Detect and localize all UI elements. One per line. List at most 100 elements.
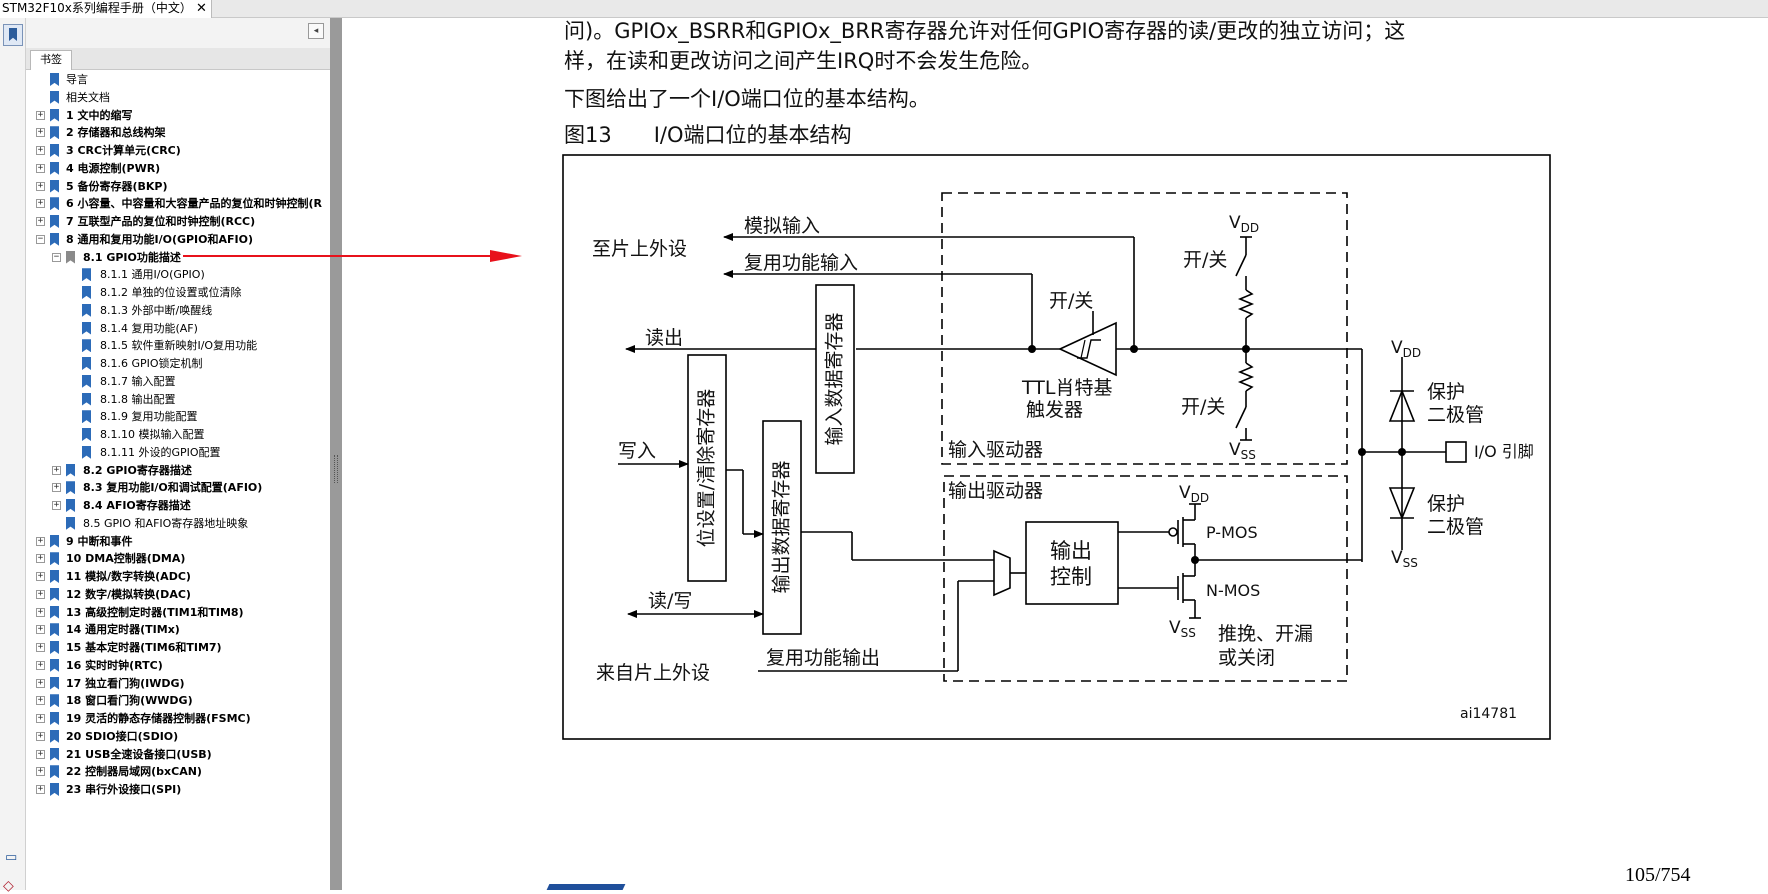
bookmark-item[interactable]: 8.1.4 复用功能(AF) bbox=[26, 320, 312, 338]
bookmark-item[interactable]: 8.1.2 单独的位设置或位清除 bbox=[26, 284, 312, 302]
figure-id: ai14781 bbox=[1460, 706, 1517, 722]
expand-icon[interactable]: + bbox=[36, 535, 45, 546]
bookmark-item[interactable]: +3 CRC计算单元(CRC) bbox=[26, 142, 312, 160]
expand-icon[interactable]: + bbox=[52, 482, 61, 493]
expand-icon[interactable]: + bbox=[36, 162, 45, 173]
bookmark-item[interactable]: 8.1.9 复用功能配置 bbox=[26, 408, 312, 426]
expand-icon[interactable]: + bbox=[36, 109, 45, 120]
bookmark-item[interactable]: +1 文中的缩写 bbox=[26, 107, 312, 125]
label-protect-bot-2: 二极管 bbox=[1427, 516, 1484, 538]
expand-icon[interactable]: + bbox=[36, 659, 45, 670]
expand-icon[interactable]: + bbox=[36, 606, 45, 617]
bookmark-item[interactable]: +17 独立看门狗(IWDG) bbox=[26, 675, 312, 693]
expand-icon[interactable]: + bbox=[36, 145, 45, 155]
label-ttl-2: 触发器 bbox=[1026, 399, 1083, 421]
bookmark-item[interactable]: +2 存储器和总线构架 bbox=[26, 124, 312, 142]
expand-icon[interactable]: + bbox=[36, 695, 45, 706]
bookmark-icon bbox=[66, 481, 75, 495]
comment-icon[interactable]: ▭ bbox=[5, 850, 18, 865]
bookmark-item[interactable]: 8.1.10 模拟输入配置 bbox=[26, 426, 312, 444]
bookmark-item[interactable]: +8.2 GPIO寄存器描述 bbox=[26, 462, 312, 480]
expand-icon[interactable]: + bbox=[36, 766, 45, 777]
expand-icon[interactable]: + bbox=[36, 127, 45, 138]
bookmark-item[interactable]: +12 数字/模拟转换(DAC) bbox=[26, 586, 312, 604]
bookmark-item[interactable]: +23 串行外设接口(SPI) bbox=[26, 781, 312, 799]
document-tab[interactable]: STM32F10x系列编程手册（中文） ✕ bbox=[0, 0, 212, 18]
bookmark-item[interactable]: +22 控制器局域网(bxCAN) bbox=[26, 763, 312, 781]
bookmark-item[interactable]: +18 窗口看门狗(WWDG) bbox=[26, 692, 312, 710]
expand-icon[interactable]: + bbox=[36, 180, 45, 191]
bookmark-item[interactable]: −8.1 GPIO功能描述 bbox=[26, 249, 312, 267]
expand-icon[interactable]: + bbox=[36, 216, 45, 226]
bookmark-label: 8.1.8 输出配置 bbox=[100, 392, 176, 406]
label-vss-pulldown: VSS bbox=[1229, 440, 1256, 462]
expand-icon[interactable]: + bbox=[36, 713, 45, 723]
bookmark-item[interactable]: 8.1.7 输入配置 bbox=[26, 373, 312, 391]
bookmarks-panel-icon[interactable] bbox=[3, 24, 23, 46]
bookmark-item[interactable]: +4 电源控制(PWR) bbox=[26, 160, 312, 178]
st-logo-fragment bbox=[546, 884, 626, 890]
bookmark-label: 12 数字/模拟转换(DAC) bbox=[66, 587, 191, 601]
bookmark-item[interactable]: +13 高级控制定时器(TIM1和TIM8) bbox=[26, 604, 312, 622]
expand-icon[interactable]: + bbox=[36, 642, 45, 652]
bookmark-item[interactable]: +16 实时时钟(RTC) bbox=[26, 657, 312, 675]
tab-bookmarks[interactable]: 书签 bbox=[30, 50, 72, 70]
expand-icon[interactable]: + bbox=[52, 464, 61, 475]
bookmark-item[interactable]: 8.1.8 输出配置 bbox=[26, 391, 312, 409]
bookmark-item[interactable]: +8.3 复用功能I/O和调试配置(AFIO) bbox=[26, 479, 312, 497]
bookmark-item[interactable]: +8.4 AFIO寄存器描述 bbox=[26, 497, 312, 515]
bookmark-item[interactable]: +14 通用定时器(TIMx) bbox=[26, 621, 312, 639]
bookmark-item[interactable]: +20 SDIO接口(SDIO) bbox=[26, 728, 312, 746]
bookmark-label: 1 文中的缩写 bbox=[66, 108, 133, 122]
bookmark-item[interactable]: +19 灵活的静态存储器控制器(FSMC) bbox=[26, 710, 312, 728]
expand-icon[interactable]: + bbox=[36, 588, 45, 599]
bookmark-item[interactable]: +15 基本定时器(TIM6和TIM7) bbox=[26, 639, 312, 657]
expand-icon[interactable]: + bbox=[36, 198, 45, 209]
bookmark-item[interactable]: +9 中断和事件 bbox=[26, 533, 312, 551]
label-read-out: 读出 bbox=[645, 327, 683, 349]
expand-icon[interactable]: + bbox=[36, 553, 45, 564]
bookmark-item[interactable]: 8.1.3 外部中断/唤醒线 bbox=[26, 302, 312, 320]
expand-icon[interactable]: + bbox=[52, 500, 61, 510]
bookmark-item[interactable]: −8 通用和复用功能I/O(GPIO和AFIO) bbox=[26, 231, 312, 249]
bookmark-item[interactable]: +6 小容量、中容量和大容量产品的复位和时钟控制(R bbox=[26, 195, 322, 213]
bookmark-item[interactable]: 8.1.6 GPIO锁定机制 bbox=[26, 355, 312, 373]
collapse-panel-button[interactable]: ◂ bbox=[308, 23, 324, 39]
annotation-arrow bbox=[183, 250, 522, 262]
expand-icon[interactable]: + bbox=[36, 784, 45, 794]
bookmark-item[interactable]: 8.1.5 软件重新映射I/O复用功能 bbox=[26, 337, 312, 355]
label-pushpull-1: 推挽、开漏 bbox=[1218, 623, 1313, 645]
bookmark-item[interactable]: 8.5 GPIO 和AFIO寄存器地址映象 bbox=[26, 515, 312, 533]
bookmark-icon bbox=[82, 268, 91, 282]
bookmark-item[interactable]: +21 USB全速设备接口(USB) bbox=[26, 746, 312, 764]
collapse-icon[interactable]: − bbox=[36, 233, 45, 244]
bookmark-label: 3 CRC计算单元(CRC) bbox=[66, 144, 181, 157]
bookmark-item[interactable]: +7 互联型产品的复位和时钟控制(RCC) bbox=[26, 213, 312, 231]
bookmark-item[interactable]: +10 DMA控制器(DMA) bbox=[26, 550, 312, 568]
label-to-onchip: 至片上外设 bbox=[592, 238, 687, 260]
expand-icon[interactable]: + bbox=[36, 677, 45, 688]
expand-icon[interactable]: + bbox=[36, 748, 45, 759]
expand-icon[interactable]: + bbox=[36, 624, 45, 635]
bookmark-item[interactable]: +11 模拟/数字转换(ADC) bbox=[26, 568, 312, 586]
collapse-icon[interactable]: − bbox=[52, 251, 61, 262]
panel-splitter[interactable] bbox=[330, 18, 342, 890]
bookmark-item[interactable]: 8.1.1 通用I/O(GPIO) bbox=[26, 266, 312, 284]
label-vss-diode: VSS bbox=[1391, 548, 1418, 570]
expand-icon[interactable]: + bbox=[36, 730, 45, 741]
label-io-pin: I/O 引脚 bbox=[1474, 442, 1534, 461]
bookmark-icon bbox=[66, 499, 75, 512]
bookmark-icon bbox=[50, 712, 59, 725]
expand-icon[interactable]: + bbox=[36, 571, 45, 581]
bookmark-item[interactable]: 8.1.11 外设的GPIO配置 bbox=[26, 444, 312, 462]
attachment-icon[interactable]: ◇ bbox=[3, 878, 14, 894]
close-tab-icon[interactable]: ✕ bbox=[196, 1, 207, 16]
paragraph-line: 问)。GPIOx_BSRR和GPIOx_BRR寄存器允许对任何GPIO寄存器的读… bbox=[564, 19, 1406, 43]
bookmark-icon bbox=[50, 179, 59, 193]
splitter-grip-icon[interactable] bbox=[334, 455, 338, 483]
bookmark-icon bbox=[50, 587, 59, 601]
bookmark-item[interactable]: +5 备份寄存器(BKP) bbox=[26, 178, 312, 196]
protection-diode-top bbox=[1388, 388, 1416, 422]
bookmark-item[interactable]: 导言 bbox=[26, 71, 312, 89]
bookmark-item[interactable]: 相关文档 bbox=[26, 89, 312, 107]
